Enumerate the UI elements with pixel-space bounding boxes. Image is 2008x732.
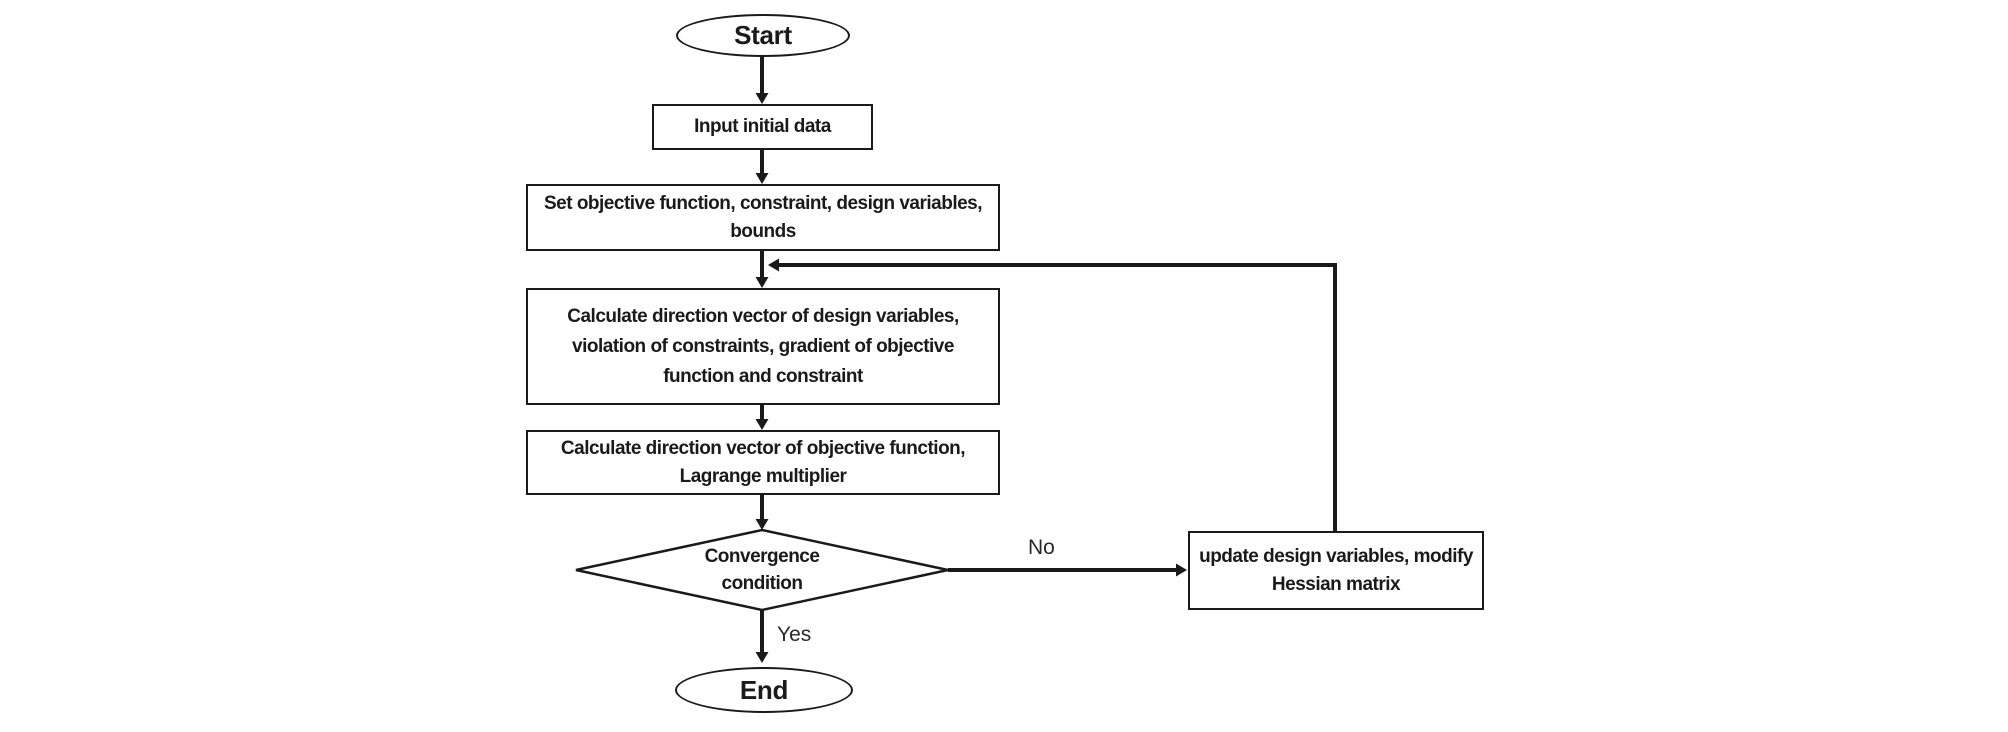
arrowhead-down-5 [755,519,769,530]
feedback-loop-line [779,263,1337,531]
decision-diamond-shape [575,528,949,612]
arrowhead-down-yes [755,652,769,663]
calc-direction-objective-label: Calculate direction vector of objective … [560,437,966,487]
convergence-label: Convergence condition [704,546,820,594]
edge-label-yes: Yes [777,623,812,646]
update-label: update design variables, modify Hessian … [1199,545,1473,595]
node-end: End [675,667,853,713]
arrowhead-down-3 [755,277,769,288]
arrowhead-right-no [1176,563,1187,577]
decision-convergence-label: Convergence condition [667,533,857,607]
calc-direction-design-label: Calculate direction vector of design var… [567,305,959,387]
node-set-objective-function: Set objective function, constraint, desi… [526,184,1000,251]
node-input-initial-data: Input initial data [652,104,873,150]
node-start: Start [676,14,850,57]
edge-label-no: No [1028,536,1055,559]
start-label: Start [734,20,792,50]
node-calculate-direction-design: Calculate direction vector of design var… [526,288,1000,405]
node-calculate-direction-objective: Calculate direction vector of objective … [526,430,1000,495]
end-label: End [739,674,789,705]
arrowhead-left-feedback [768,258,779,272]
arrowhead-down-2 [755,173,769,184]
arrowhead-down-4 [755,419,769,430]
node-update-design-variables: update design variables, modify Hessian … [1188,531,1484,610]
set-objective-label: Set objective function, constraint, desi… [543,192,983,242]
input-label: Input initial data [694,116,831,137]
arrowhead-down-1 [755,93,769,104]
